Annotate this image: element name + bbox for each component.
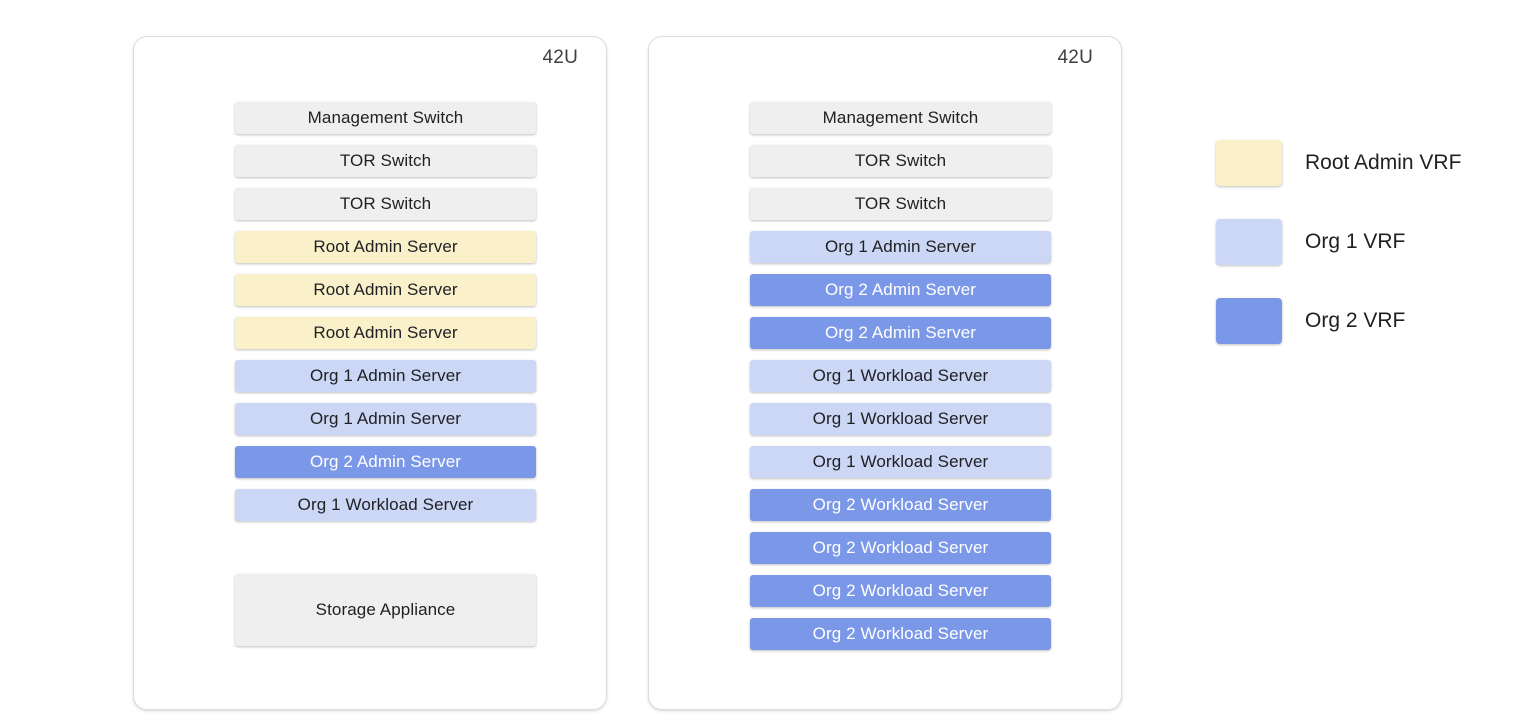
legend-item-org1: Org 1 VRF xyxy=(1216,219,1405,265)
device-org-1-workload-server[interactable]: Org 1 Workload Server xyxy=(750,403,1051,435)
legend-label: Org 2 VRF xyxy=(1305,309,1406,332)
legend-swatch-root xyxy=(1216,140,1282,186)
device-label: Root Admin Server xyxy=(313,280,458,299)
device-org-1-admin-server[interactable]: Org 1 Admin Server xyxy=(235,360,536,392)
rack-2-capacity-label: 42U xyxy=(1057,47,1093,68)
device-label: Org 1 Admin Server xyxy=(309,366,462,385)
device-label: Org 2 Admin Server xyxy=(824,323,977,342)
legend-label: Root Admin VRF xyxy=(1305,151,1462,174)
device-label: TOR Switch xyxy=(854,194,947,213)
device-label: TOR Switch xyxy=(854,151,947,170)
legend-swatch-org2 xyxy=(1216,298,1282,344)
legend-item-org2: Org 2 VRF xyxy=(1216,298,1405,344)
device-root-admin-server[interactable]: Root Admin Server xyxy=(235,317,536,349)
device-management-switch[interactable]: Management Switch xyxy=(235,102,536,134)
device-tor-switch[interactable]: TOR Switch xyxy=(750,145,1051,177)
device-label: Management Switch xyxy=(307,108,464,127)
device-management-switch[interactable]: Management Switch xyxy=(750,102,1051,134)
device-label: Org 2 Admin Server xyxy=(309,452,462,471)
legend-item-root: Root Admin VRF xyxy=(1216,140,1461,186)
device-org-1-workload-server[interactable]: Org 1 Workload Server xyxy=(750,360,1051,392)
device-org-2-workload-server[interactable]: Org 2 Workload Server xyxy=(750,575,1051,607)
device-org-2-workload-server[interactable]: Org 2 Workload Server xyxy=(750,532,1051,564)
device-label: Root Admin Server xyxy=(313,237,458,256)
device-org-2-workload-server[interactable]: Org 2 Workload Server xyxy=(750,489,1051,521)
device-org-1-workload-server[interactable]: Org 1 Workload Server xyxy=(235,489,536,521)
device-label: Org 2 Workload Server xyxy=(812,538,989,557)
device-storage-appliance[interactable]: Storage Appliance xyxy=(235,574,536,646)
device-label: Root Admin Server xyxy=(313,323,458,342)
legend-label: Org 1 VRF xyxy=(1305,230,1406,253)
device-label: Org 2 Workload Server xyxy=(812,581,989,600)
device-label: Org 1 Admin Server xyxy=(824,237,977,256)
device-label: Org 1 Workload Server xyxy=(812,366,989,385)
device-org-1-admin-server[interactable]: Org 1 Admin Server xyxy=(750,231,1051,263)
device-label: Org 1 Admin Server xyxy=(309,409,462,428)
device-org-1-workload-server[interactable]: Org 1 Workload Server xyxy=(750,446,1051,478)
device-root-admin-server[interactable]: Root Admin Server xyxy=(235,274,536,306)
rack-1-capacity-label: 42U xyxy=(542,47,578,68)
device-org-2-admin-server[interactable]: Org 2 Admin Server xyxy=(235,446,536,478)
device-label: Org 1 Workload Server xyxy=(297,495,474,514)
device-org-2-admin-server[interactable]: Org 2 Admin Server xyxy=(750,317,1051,349)
device-label: Org 2 Workload Server xyxy=(812,624,989,643)
device-label: Management Switch xyxy=(822,108,979,127)
legend-swatch-org1 xyxy=(1216,219,1282,265)
device-label: Org 2 Workload Server xyxy=(812,495,989,514)
device-org-2-workload-server[interactable]: Org 2 Workload Server xyxy=(750,618,1051,650)
device-tor-switch[interactable]: TOR Switch xyxy=(235,145,536,177)
device-label: Storage Appliance xyxy=(315,600,456,619)
device-label: Org 1 Workload Server xyxy=(812,409,989,428)
device-label: Org 2 Admin Server xyxy=(824,280,977,299)
device-tor-switch[interactable]: TOR Switch xyxy=(750,188,1051,220)
device-label: TOR Switch xyxy=(339,151,432,170)
device-org-1-admin-server[interactable]: Org 1 Admin Server xyxy=(235,403,536,435)
device-tor-switch[interactable]: TOR Switch xyxy=(235,188,536,220)
device-label: TOR Switch xyxy=(339,194,432,213)
device-root-admin-server[interactable]: Root Admin Server xyxy=(235,231,536,263)
device-label: Org 1 Workload Server xyxy=(812,452,989,471)
device-org-2-admin-server[interactable]: Org 2 Admin Server xyxy=(750,274,1051,306)
